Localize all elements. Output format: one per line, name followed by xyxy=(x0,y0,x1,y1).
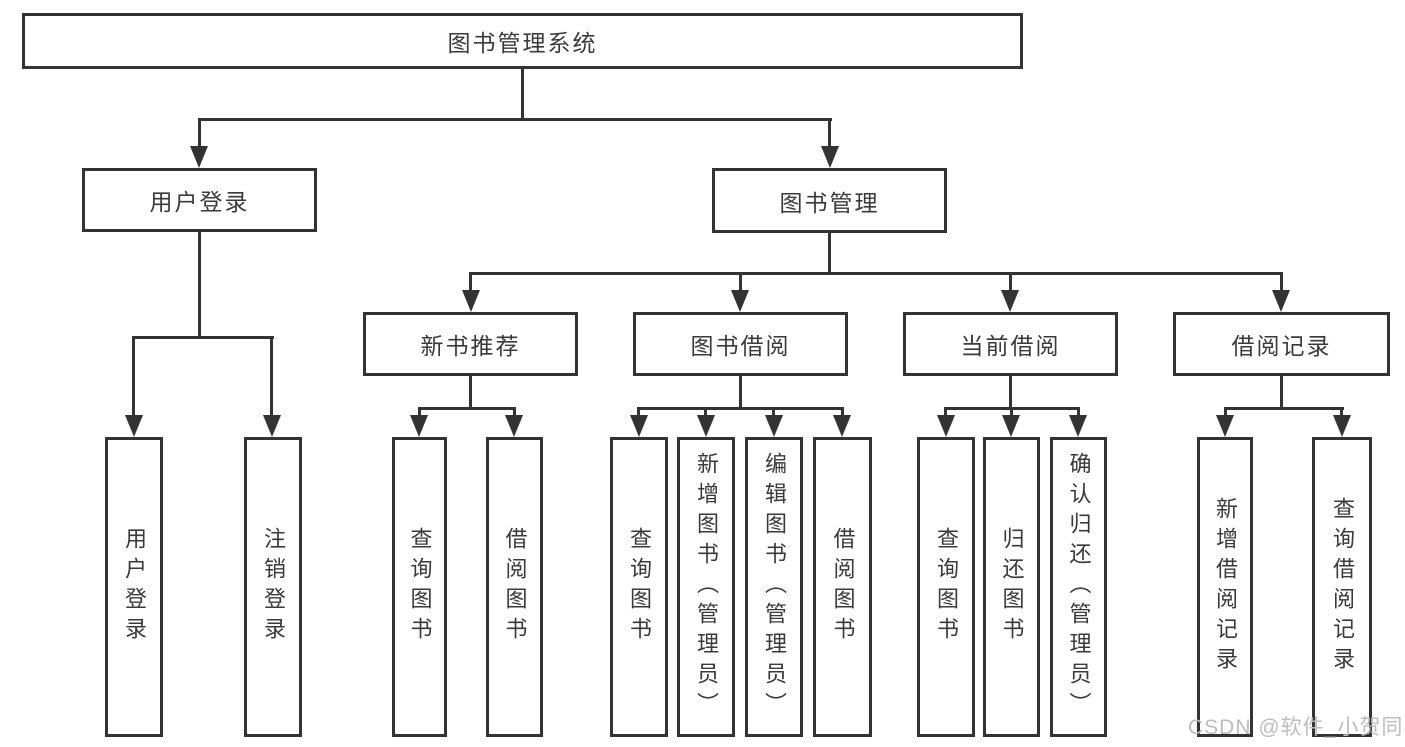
node-label: 借阅图书 xyxy=(502,527,528,647)
arrow-down-icon xyxy=(1069,415,1087,437)
arrow-down-icon xyxy=(410,415,428,437)
arrow-down-icon xyxy=(833,415,851,437)
node-borrow-books-recommend: 借阅图书 xyxy=(486,437,543,737)
arrow-down-icon xyxy=(462,290,480,312)
connector-line xyxy=(198,118,832,121)
arrow-down-icon xyxy=(731,290,749,312)
connector-line xyxy=(1280,376,1283,407)
connector-line xyxy=(1280,272,1283,290)
connector-line xyxy=(132,336,274,339)
connector-line xyxy=(739,376,742,407)
arrow-down-icon xyxy=(630,415,648,437)
connector-line xyxy=(637,407,640,415)
node-label: 当前借阅 xyxy=(960,333,1061,359)
node-label: 图书管理 xyxy=(779,189,880,216)
connector-line xyxy=(132,336,135,415)
connector-line xyxy=(637,407,844,410)
node-label: 查询借阅记录 xyxy=(1330,497,1355,677)
connector-line xyxy=(1224,407,1227,415)
arrow-down-icon xyxy=(1216,415,1234,437)
connector-line xyxy=(944,407,947,415)
node-label: 新书推荐 xyxy=(420,333,521,359)
node-confirm-return-admin: 确认归还（管理员） xyxy=(1050,437,1107,737)
node-query-books-recommend: 查询图书 xyxy=(392,437,447,737)
connector-line xyxy=(418,407,421,415)
connector-line xyxy=(1009,272,1012,290)
node-new-book-recommendation: 新书推荐 xyxy=(363,312,578,376)
node-label: 新增借阅记录 xyxy=(1213,497,1238,677)
connector-line xyxy=(828,118,831,146)
connector-line xyxy=(198,118,201,146)
connector-line xyxy=(469,272,1283,275)
connector-line xyxy=(469,272,472,290)
arrow-down-icon xyxy=(263,415,281,437)
node-label: 新增图书（管理员） xyxy=(694,452,719,722)
connector-line xyxy=(1340,407,1343,415)
node-query-books-borrowing: 查询图书 xyxy=(610,437,668,737)
node-current-borrowing: 当前借阅 xyxy=(903,312,1118,376)
arrow-down-icon xyxy=(1272,290,1290,312)
connector-line xyxy=(418,407,516,410)
node-label: 借阅记录 xyxy=(1231,333,1332,359)
connector-line xyxy=(270,336,273,415)
node-edit-books-admin: 编辑图书（管理员） xyxy=(745,437,803,737)
arrow-down-icon xyxy=(821,146,839,168)
connector-line xyxy=(841,407,844,415)
node-label: 借阅图书 xyxy=(830,527,856,647)
connector-line xyxy=(469,376,472,407)
node-user-login-leaf: 用户登录 xyxy=(105,437,163,737)
arrow-down-icon xyxy=(1002,415,1020,437)
connector-line xyxy=(772,407,775,415)
connector-line xyxy=(828,233,831,272)
arrow-down-icon xyxy=(1333,415,1351,437)
connector-line xyxy=(1077,407,1080,415)
connector-line xyxy=(198,232,201,336)
node-label: 图书管理系统 xyxy=(447,30,598,56)
node-logout-leaf: 注销登录 xyxy=(244,437,302,737)
node-label: 确认归还（管理员） xyxy=(1066,452,1092,722)
node-label: 注销登录 xyxy=(261,527,286,647)
arrow-down-icon xyxy=(1001,290,1019,312)
arrow-down-icon xyxy=(697,415,715,437)
node-library-management-system: 图书管理系统 xyxy=(22,13,1023,69)
connector-line xyxy=(1010,407,1013,415)
node-label: 图书借阅 xyxy=(690,333,791,359)
connector-line xyxy=(513,407,516,415)
node-book-borrowing: 图书借阅 xyxy=(633,312,848,376)
csdn-watermark: CSDN @软件_小贺同学 xyxy=(1188,716,1405,739)
node-label: 查询图书 xyxy=(627,527,652,647)
arrow-down-icon xyxy=(125,415,143,437)
node-query-borrow-record: 查询借阅记录 xyxy=(1312,437,1372,737)
node-label: 查询图书 xyxy=(934,527,959,647)
node-add-books-admin: 新增图书（管理员） xyxy=(677,437,735,737)
node-label: 查询图书 xyxy=(407,527,433,647)
connector-line xyxy=(1224,407,1344,410)
arrow-down-icon xyxy=(937,415,955,437)
connector-line xyxy=(521,69,524,118)
arrow-down-icon xyxy=(190,146,208,168)
node-book-management: 图书管理 xyxy=(712,168,947,233)
connector-line xyxy=(739,272,742,290)
arrow-down-icon xyxy=(505,415,523,437)
node-user-login: 用户登录 xyxy=(82,168,317,232)
node-label: 编辑图书（管理员） xyxy=(762,452,787,722)
connector-line xyxy=(704,407,707,415)
node-borrow-books-borrowing: 借阅图书 xyxy=(813,437,872,737)
node-label: 用户登录 xyxy=(122,527,147,647)
node-label: 归还图书 xyxy=(999,527,1025,647)
node-query-books-current: 查询图书 xyxy=(917,437,975,737)
node-add-borrow-record: 新增借阅记录 xyxy=(1197,437,1253,737)
connector-line xyxy=(1009,376,1012,407)
node-borrowing-records: 借阅记录 xyxy=(1173,312,1390,376)
node-label: 用户登录 xyxy=(149,189,250,215)
arrow-down-icon xyxy=(765,415,783,437)
node-return-books: 归还图书 xyxy=(983,437,1040,737)
